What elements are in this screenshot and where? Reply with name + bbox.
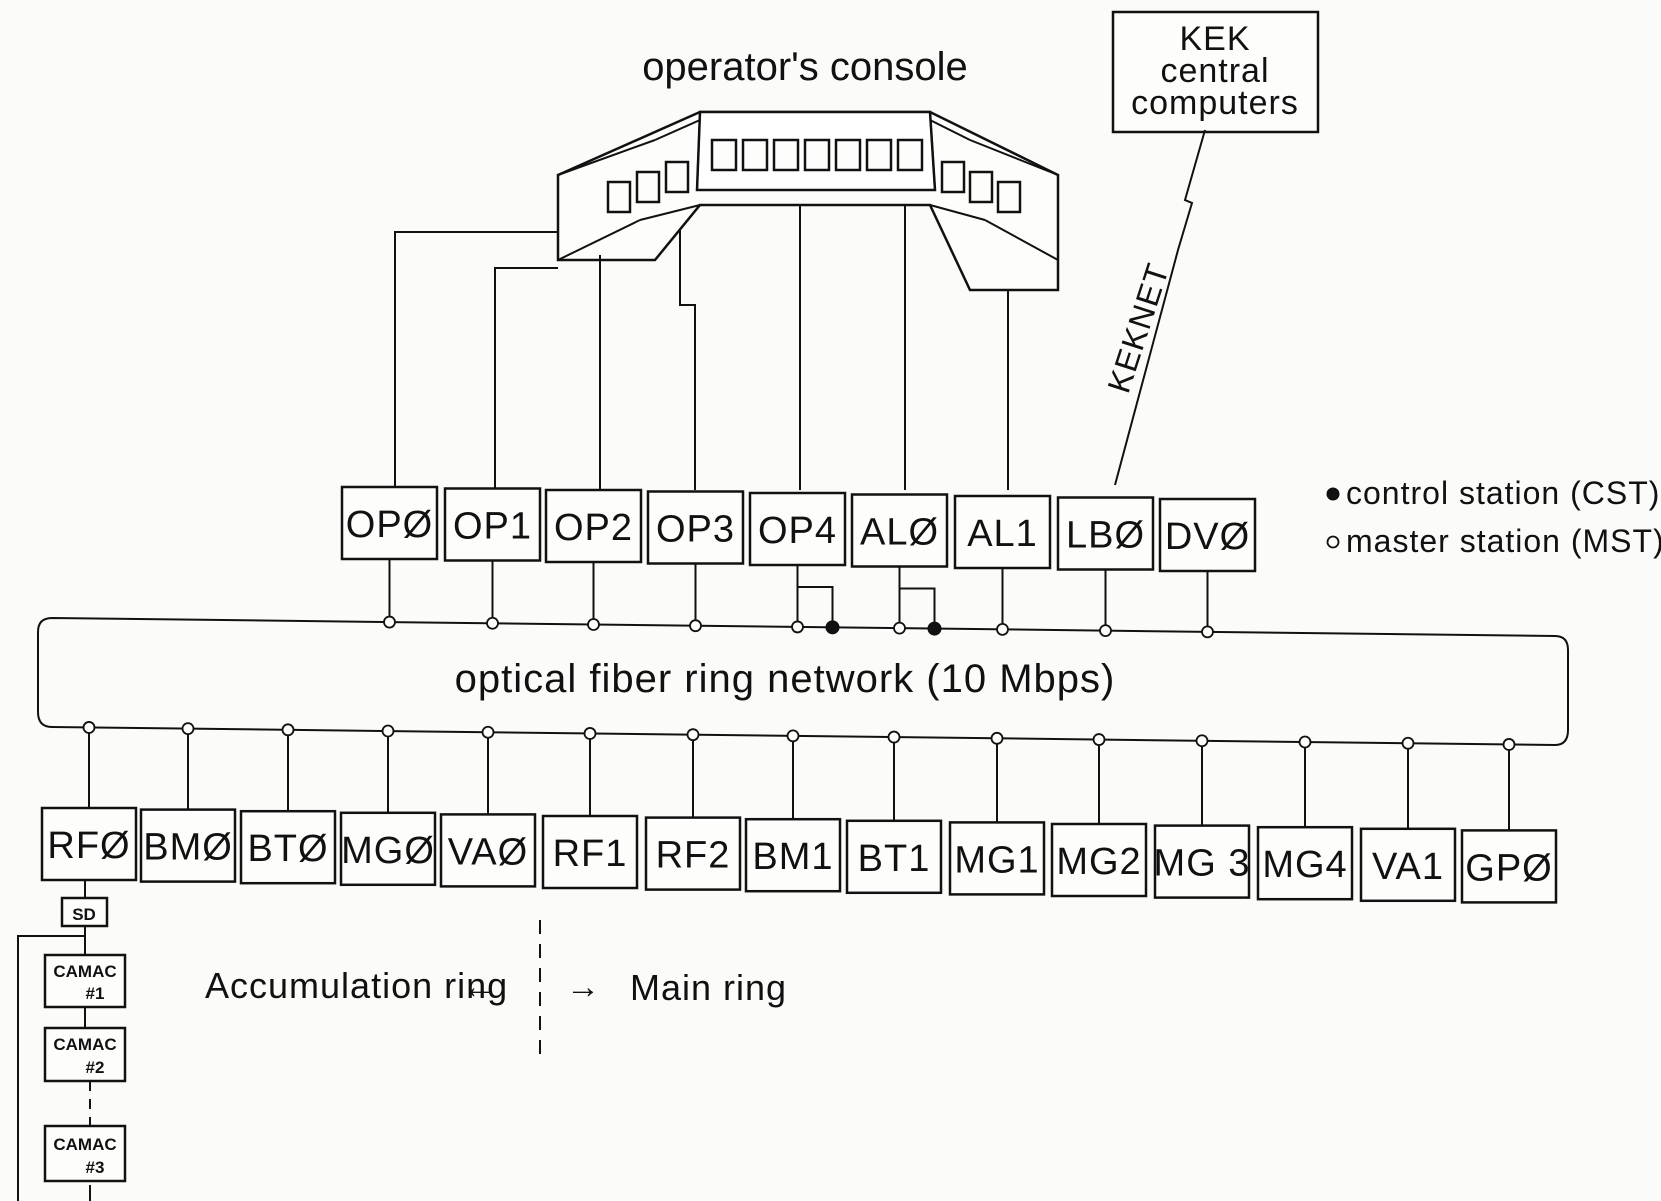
master-node-mg2 xyxy=(1094,734,1105,745)
station-label-va1: VA1 xyxy=(1372,846,1444,888)
master-node-op2 xyxy=(588,619,599,630)
master-node-al1 xyxy=(997,624,1008,635)
station-label-bt1: BT1 xyxy=(858,838,931,880)
station-label-dv0: DVØ xyxy=(1165,516,1250,558)
console-screen-left-2 xyxy=(637,172,659,202)
keknet-label: KEKNET xyxy=(1100,259,1176,398)
station-label-op2: OP2 xyxy=(554,507,633,549)
left-arrow: ← xyxy=(462,968,497,1006)
station-label-op3: OP3 xyxy=(656,509,735,551)
station-label-al1: AL1 xyxy=(967,513,1038,555)
master-node-op3 xyxy=(690,620,701,631)
console-screen-center-5 xyxy=(836,140,860,170)
bottom-stations: RFØ BMØ BTØ MGØ VAØ RF1 RF2 BM1 BT1 MG1 MG2 MG 3 MG4… xyxy=(42,722,1556,902)
master-node-va0 xyxy=(483,727,494,738)
station-label-bm1: BM1 xyxy=(752,836,833,878)
station-label-mg3: MG 3 xyxy=(1154,843,1251,885)
master-node-rf1 xyxy=(585,728,596,739)
camac-2-line2: #2 xyxy=(86,1058,105,1077)
console-title: operator's console xyxy=(642,45,968,89)
control-node-al0 xyxy=(928,622,941,635)
console-screen-center-4 xyxy=(805,140,829,170)
master-node-mg0 xyxy=(383,726,394,737)
camac-3-line2: #3 xyxy=(86,1158,105,1177)
console-screen-center-7 xyxy=(898,140,922,170)
master-node-gp0 xyxy=(1504,739,1515,750)
sd-label: SD xyxy=(72,905,96,924)
station-label-gp0: GPØ xyxy=(1465,847,1552,889)
console-screen-center-6 xyxy=(867,140,891,170)
master-node-mg4 xyxy=(1300,737,1311,748)
master-node-al0 xyxy=(894,623,905,634)
master-node-rf0 xyxy=(84,722,95,733)
master-node-dv0 xyxy=(1202,626,1213,637)
station-label-mg4: MG4 xyxy=(1262,844,1347,886)
master-node-mg1 xyxy=(992,733,1003,744)
camac-3-line1: CAMAC xyxy=(53,1135,116,1154)
camac-2-line1: CAMAC xyxy=(53,1035,116,1054)
console-screen-right-1 xyxy=(942,162,964,192)
station-label-mg2: MG2 xyxy=(1056,841,1141,883)
station-label-rf2: RF2 xyxy=(656,835,731,877)
main-ring-label: Main ring xyxy=(630,967,787,1008)
master-node-op4 xyxy=(792,621,803,632)
master-node-bt1 xyxy=(889,732,900,743)
camac-1-line1: CAMAC xyxy=(53,962,116,981)
master-node-mg3 xyxy=(1197,735,1208,746)
console-screen-center-3 xyxy=(774,140,798,170)
master-node-bm1 xyxy=(788,730,799,741)
station-label-rf1: RF1 xyxy=(553,833,628,875)
console-screen-right-3 xyxy=(998,182,1020,212)
ring-label: optical fiber ring network (10 Mbps) xyxy=(455,657,1116,701)
station-label-bm0: BMØ xyxy=(143,827,233,869)
legend-master-dot xyxy=(1328,537,1339,548)
station-label-op0: OPØ xyxy=(346,504,433,546)
master-node-bt0 xyxy=(283,724,294,735)
station-label-mg1: MG1 xyxy=(954,839,1039,881)
control-node-op4 xyxy=(826,621,839,634)
operator-console-drawing xyxy=(558,112,1058,290)
console-screen-center-1 xyxy=(712,140,736,170)
console-screen-right-2 xyxy=(970,172,992,202)
master-node-va1 xyxy=(1403,738,1414,749)
station-label-op4: OP4 xyxy=(758,510,837,552)
station-label-al0: ALØ xyxy=(860,512,939,554)
station-label-rf0: RFØ xyxy=(47,825,130,867)
right-arrow: → xyxy=(566,968,601,1006)
top-stations: OPØ OP1 OP2 OP3 OP4 ALØ AL1 LBØ DVØ xyxy=(342,487,1255,637)
master-node-bm0 xyxy=(183,723,194,734)
station-label-op1: OP1 xyxy=(453,506,532,548)
console-screen-left-1 xyxy=(608,182,630,212)
legend-control-text: control station (CST) xyxy=(1346,475,1660,511)
station-label-va0: VAØ xyxy=(448,831,528,873)
master-node-op1 xyxy=(487,618,498,629)
master-node-rf2 xyxy=(688,729,699,740)
legend-control-dot xyxy=(1327,488,1339,500)
station-label-bt0: BTØ xyxy=(247,828,328,870)
kek-box-line-3: computers xyxy=(1131,84,1299,122)
camac-1-line2: #1 xyxy=(86,984,105,1003)
master-node-lb0 xyxy=(1100,625,1111,636)
station-label-lb0: LBØ xyxy=(1066,515,1145,557)
station-label-mg0: MGØ xyxy=(341,830,435,872)
console-wires xyxy=(395,205,1008,490)
legend-master-text: master station (MST) xyxy=(1346,523,1661,559)
master-node-op0 xyxy=(384,617,395,628)
console-screen-left-3 xyxy=(666,162,688,192)
console-screen-center-2 xyxy=(743,140,767,170)
